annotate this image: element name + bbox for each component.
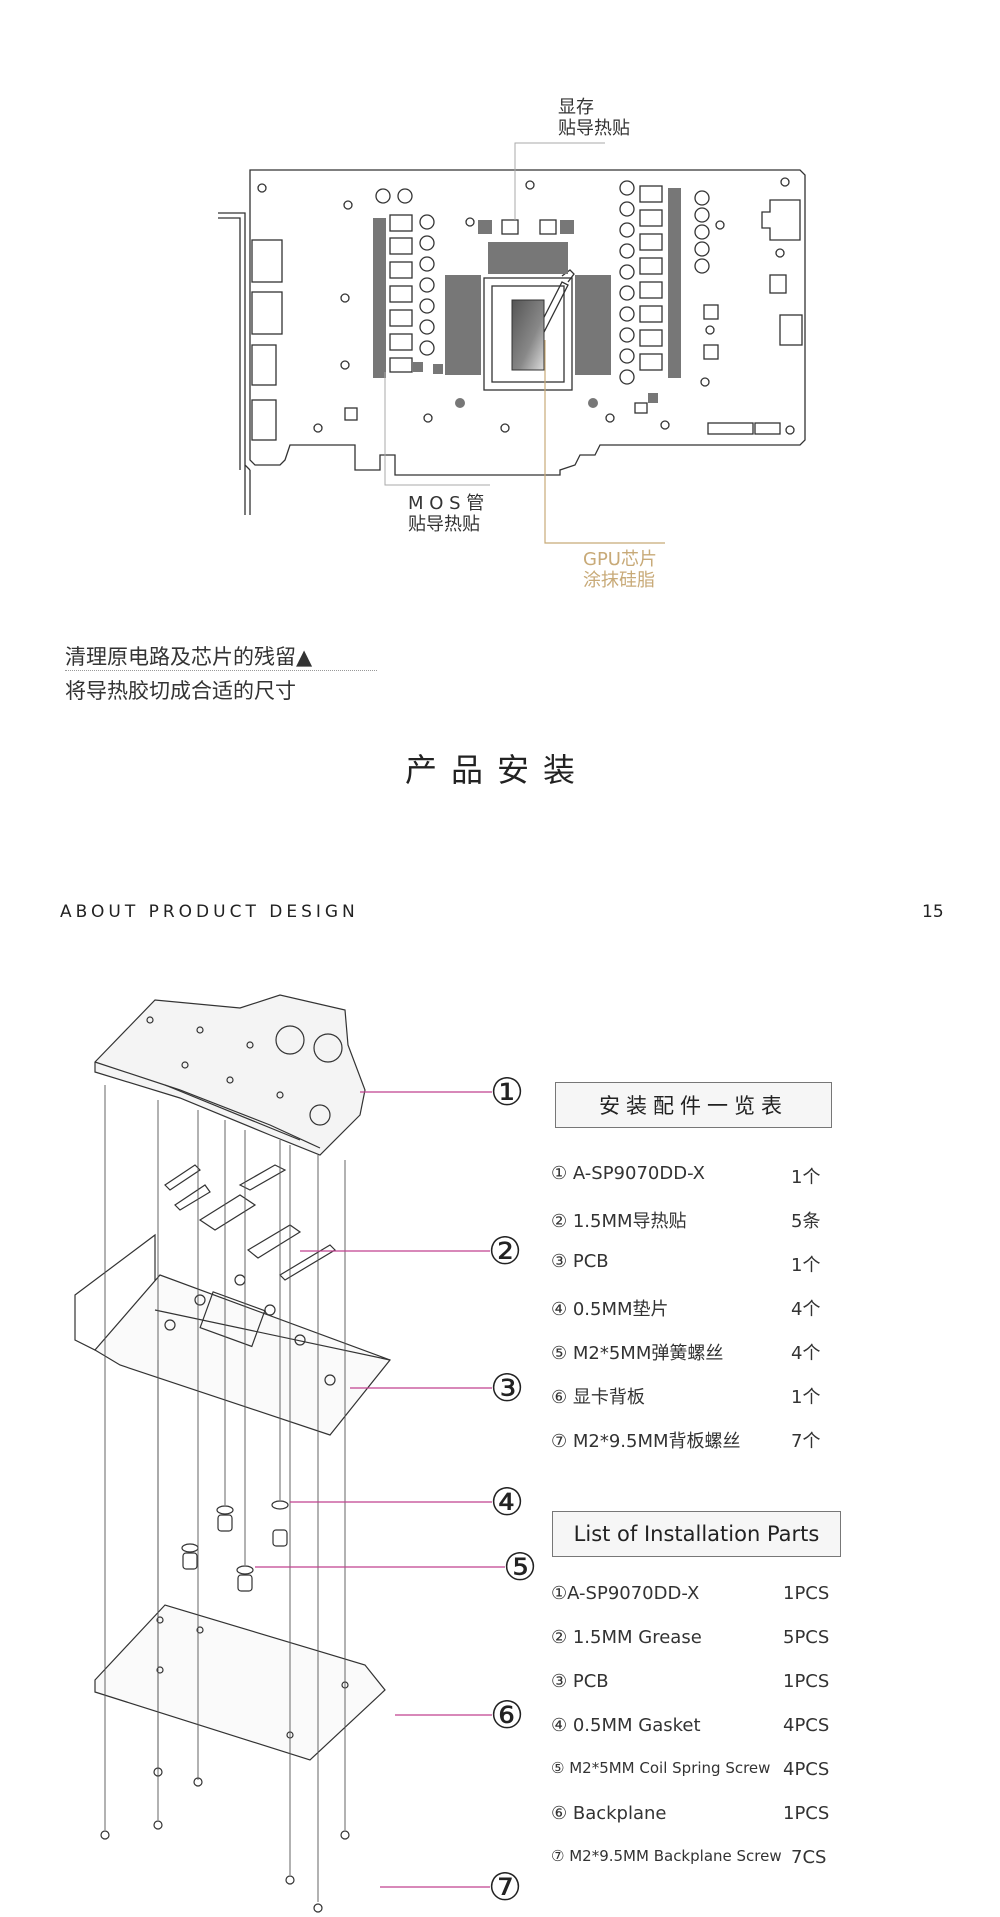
en-row-2: ② 1.5MM Grease 5PCS xyxy=(551,1627,851,1653)
cn-row-1-name: ① A-SP9070DD-X xyxy=(551,1163,706,1184)
callout-3: ③ xyxy=(490,1366,525,1410)
cn-table-title: 安装配件一览表 xyxy=(555,1082,832,1128)
cn-row-7: ⑦ M2*9.5MM背板螺丝 7个 xyxy=(551,1427,851,1453)
vram-label-line2: 贴导热贴 xyxy=(558,118,630,139)
note-line1-text: 清理原电路及芯片的残留 xyxy=(65,645,296,669)
cn-row-6: ⑥ 显卡背板 1个 xyxy=(551,1383,851,1409)
en-row-5: ⑤ M2*5MM Coil Spring Screw 4PCS xyxy=(551,1759,851,1785)
en-row-3: ③ PCB 1PCS xyxy=(551,1671,851,1697)
gpu-label-line1: GPU芯片 xyxy=(583,549,657,570)
page-number: 15 xyxy=(922,902,944,922)
about-heading: ABOUT PRODUCT DESIGN xyxy=(60,902,359,922)
cn-row-7-qty: 7个 xyxy=(791,1431,821,1452)
en-row-3-name: ③ PCB xyxy=(551,1671,609,1692)
vram-label-line1: 显存 xyxy=(558,97,594,118)
en-row-1-name: ①A-SP9070DD-X xyxy=(551,1583,700,1604)
mos-label-line1: M O S 管 xyxy=(408,493,485,514)
cn-row-1-qty: 1个 xyxy=(791,1167,821,1188)
cn-row-4: ④ 0.5MM垫片 4个 xyxy=(551,1295,851,1321)
en-row-6-name: ⑥ Backplane xyxy=(551,1803,667,1824)
en-row-7: ⑦ M2*9.5MM Backplane Screw 7CS xyxy=(551,1847,851,1873)
note-divider xyxy=(65,670,377,671)
cn-row-7-name: ⑦ M2*9.5MM背板螺丝 xyxy=(551,1431,741,1452)
en-row-2-qty: 5PCS xyxy=(783,1627,830,1648)
cn-row-6-qty: 1个 xyxy=(791,1387,821,1408)
en-row-6: ⑥ Backplane 1PCS xyxy=(551,1803,851,1829)
pcb-diagram xyxy=(218,142,806,544)
cn-row-6-name: ⑥ 显卡背板 xyxy=(551,1387,645,1408)
exploded-diagram xyxy=(74,994,505,1913)
gpu-label: GPU芯片 涂抹硅脂 xyxy=(583,549,657,591)
en-row-4: ④ 0.5MM Gasket 4PCS xyxy=(551,1715,851,1741)
en-row-6-qty: 1PCS xyxy=(783,1803,830,1824)
mos-label-line2: 贴导热贴 xyxy=(408,514,480,535)
en-row-5-name: ⑤ M2*5MM Coil Spring Screw xyxy=(551,1759,771,1777)
en-row-7-name: ⑦ M2*9.5MM Backplane Screw xyxy=(551,1847,782,1865)
callout-5: ⑤ xyxy=(503,1545,538,1589)
triangle-icon: ▲ xyxy=(296,645,313,669)
vram-label: 显存 贴导热贴 xyxy=(558,97,630,139)
section-title: 产品安装 xyxy=(405,751,590,789)
cn-row-4-name: ④ 0.5MM垫片 xyxy=(551,1299,669,1320)
callout-6: ⑥ xyxy=(490,1693,525,1737)
callout-1: ① xyxy=(490,1070,525,1114)
en-table-title: List of Installation Parts xyxy=(552,1511,841,1557)
cn-row-5-qty: 4个 xyxy=(791,1343,821,1364)
cn-row-3-qty: 1个 xyxy=(791,1255,821,1276)
cn-row-2-qty: 5条 xyxy=(791,1211,821,1232)
cn-row-2: ② 1.5MM导热贴 5条 xyxy=(551,1207,851,1233)
cn-row-3-name: ③ PCB xyxy=(551,1251,609,1272)
cn-row-5: ⑤ M2*5MM弹簧螺丝 4个 xyxy=(551,1339,851,1365)
en-row-2-name: ② 1.5MM Grease xyxy=(551,1627,702,1648)
cn-row-3: ③ PCB 1个 xyxy=(551,1251,851,1277)
en-row-4-name: ④ 0.5MM Gasket xyxy=(551,1715,701,1736)
en-row-4-qty: 4PCS xyxy=(783,1715,830,1736)
note-line2: 将导热胶切成合适的尺寸 xyxy=(65,679,296,703)
mos-label: M O S 管 贴导热贴 xyxy=(408,493,484,535)
cn-row-1: ① A-SP9070DD-X 1个 xyxy=(551,1163,851,1189)
cn-row-5-name: ⑤ M2*5MM弹簧螺丝 xyxy=(551,1343,724,1364)
callout-4: ④ xyxy=(490,1480,525,1524)
en-row-3-qty: 1PCS xyxy=(783,1671,830,1692)
note-line1: 清理原电路及芯片的残留▲ xyxy=(65,641,312,671)
en-row-7-qty: 7CS xyxy=(791,1847,827,1868)
callout-2: ② xyxy=(488,1229,523,1273)
gpu-label-line2: 涂抹硅脂 xyxy=(583,570,655,591)
callout-7: ⑦ xyxy=(488,1865,523,1909)
en-row-1: ①A-SP9070DD-X 1PCS xyxy=(551,1583,851,1609)
en-row-5-qty: 4PCS xyxy=(783,1759,830,1780)
cn-row-2-name: ② 1.5MM导热贴 xyxy=(551,1211,687,1232)
en-row-1-qty: 1PCS xyxy=(783,1583,830,1604)
cn-row-4-qty: 4个 xyxy=(791,1299,821,1320)
